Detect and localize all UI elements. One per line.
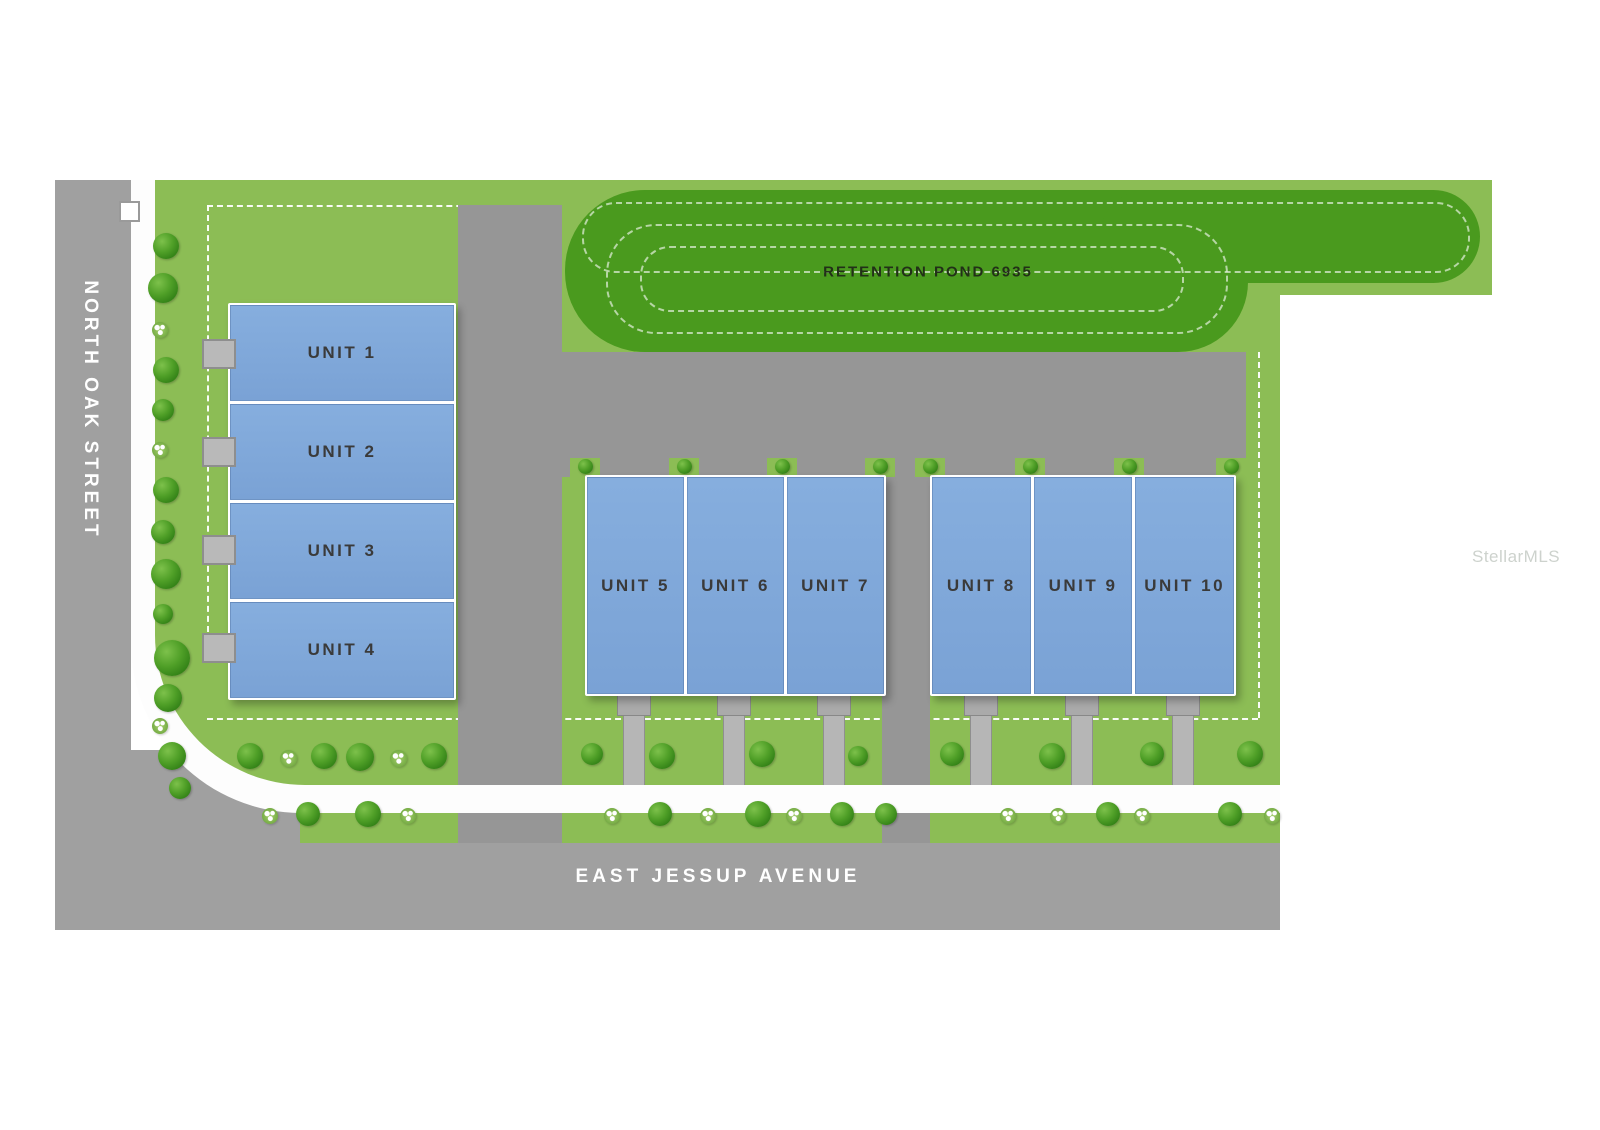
- bush-icon: [604, 808, 620, 824]
- bush-icon: [1000, 808, 1016, 824]
- tree-icon: [1121, 459, 1137, 474]
- building-units-5-7: UNIT 5 UNIT 6 UNIT 7: [585, 475, 886, 696]
- tree-icon: [872, 459, 888, 474]
- bush-icon: [1134, 808, 1150, 824]
- boundary-dash-right: [1258, 352, 1260, 718]
- tree-icon: [158, 742, 186, 770]
- tree-icon: [676, 459, 692, 474]
- tree-icon: [649, 743, 675, 769]
- parking-area: [458, 352, 1246, 477]
- tree-icon: [355, 801, 381, 827]
- tree-icon: [774, 459, 790, 474]
- street-label-north-oak: NORTH OAK STREET: [80, 280, 101, 540]
- bush-icon: [152, 322, 168, 338]
- unit-entry-pad: [202, 437, 236, 467]
- unit-entry-pad: [202, 633, 236, 663]
- bush-icon: [152, 442, 168, 458]
- tree-icon: [154, 684, 182, 712]
- unit-1-label: UNIT 1: [307, 343, 377, 362]
- unit-3-label: UNIT 3: [307, 541, 377, 560]
- survey-marker-icon: [119, 201, 140, 222]
- tree-icon: [648, 802, 672, 826]
- unit-8-label: UNIT 8: [946, 575, 1016, 595]
- unit-5: UNIT 5: [587, 477, 684, 694]
- bush-icon: [786, 808, 802, 824]
- tree-icon: [1223, 459, 1239, 474]
- tree-icon: [577, 459, 593, 474]
- tree-icon: [581, 743, 603, 765]
- tree-icon: [848, 746, 868, 766]
- unit-10: UNIT 10: [1135, 477, 1234, 694]
- bush-icon: [1264, 808, 1280, 824]
- tree-icon: [154, 640, 190, 676]
- bush-icon: [389, 749, 407, 767]
- tree-icon: [153, 477, 179, 503]
- unit-10-label: UNIT 10: [1144, 575, 1226, 595]
- tree-icon: [169, 777, 191, 799]
- tree-icon: [346, 743, 374, 771]
- tree-icon: [153, 233, 179, 259]
- building-units-8-10: UNIT 8 UNIT 9 UNIT 10: [930, 475, 1236, 696]
- tree-icon: [148, 273, 178, 303]
- street-label-east-jessup: EAST JESSUP AVENUE: [575, 866, 861, 887]
- building-units-1-4: UNIT 1 UNIT 2 UNIT 3 UNIT 4: [228, 303, 456, 700]
- pond-contour-outer: [582, 202, 1470, 273]
- tree-icon: [153, 357, 179, 383]
- bush-icon: [700, 808, 716, 824]
- driveway-main: [458, 205, 562, 843]
- bush-icon: [262, 808, 278, 824]
- tree-icon: [1140, 742, 1164, 766]
- unit-1: UNIT 1: [230, 305, 454, 401]
- unit-6: UNIT 6: [687, 477, 784, 694]
- tree-icon: [153, 604, 173, 624]
- pond-label: RETENTION POND 6935: [823, 263, 1033, 281]
- tree-icon: [296, 802, 320, 826]
- driveway-main-apron: [458, 813, 562, 843]
- bush-icon: [400, 808, 416, 824]
- tree-icon: [152, 399, 174, 421]
- tree-icon: [875, 803, 897, 825]
- tree-icon: [830, 802, 854, 826]
- unit-2: UNIT 2: [230, 404, 454, 500]
- watermark: StellarMLS: [1472, 547, 1561, 566]
- bush-icon: [1050, 808, 1066, 824]
- tree-icon: [745, 801, 771, 827]
- tree-icon: [311, 743, 337, 769]
- tree-icon: [749, 741, 775, 767]
- unit-7: UNIT 7: [787, 477, 884, 694]
- tree-icon: [151, 520, 175, 544]
- unit-3: UNIT 3: [230, 503, 454, 599]
- unit-5-label: UNIT 5: [601, 575, 670, 595]
- pond-contour-inner: [640, 246, 1184, 312]
- unit-4-label: UNIT 4: [307, 640, 377, 659]
- tree-icon: [151, 559, 181, 589]
- tree-icon: [237, 743, 263, 769]
- bush-icon: [279, 749, 297, 767]
- boundary-dash-top: [207, 205, 562, 207]
- unit-entry-pad: [202, 339, 236, 369]
- unit-entry-pad: [202, 535, 236, 565]
- tree-icon: [1022, 459, 1038, 474]
- boundary-dash-left: [207, 205, 209, 652]
- unit-8: UNIT 8: [932, 477, 1031, 694]
- unit-9: UNIT 9: [1033, 477, 1133, 694]
- pond-contour-middle: [606, 224, 1228, 334]
- tree-icon: [1039, 743, 1065, 769]
- tree-icon: [1096, 802, 1120, 826]
- driveway-center: [882, 477, 930, 843]
- bush-icon: [152, 718, 168, 734]
- tree-icon: [1218, 802, 1242, 826]
- tree-icon: [421, 743, 447, 769]
- unit-6-label: UNIT 6: [701, 575, 770, 595]
- unit-9-label: UNIT 9: [1048, 575, 1118, 595]
- unit-2-label: UNIT 2: [307, 442, 377, 461]
- unit-7-label: UNIT 7: [801, 575, 870, 595]
- tree-icon: [940, 742, 964, 766]
- tree-icon: [922, 459, 938, 474]
- unit-4: UNIT 4: [230, 602, 454, 698]
- tree-icon: [1237, 741, 1263, 767]
